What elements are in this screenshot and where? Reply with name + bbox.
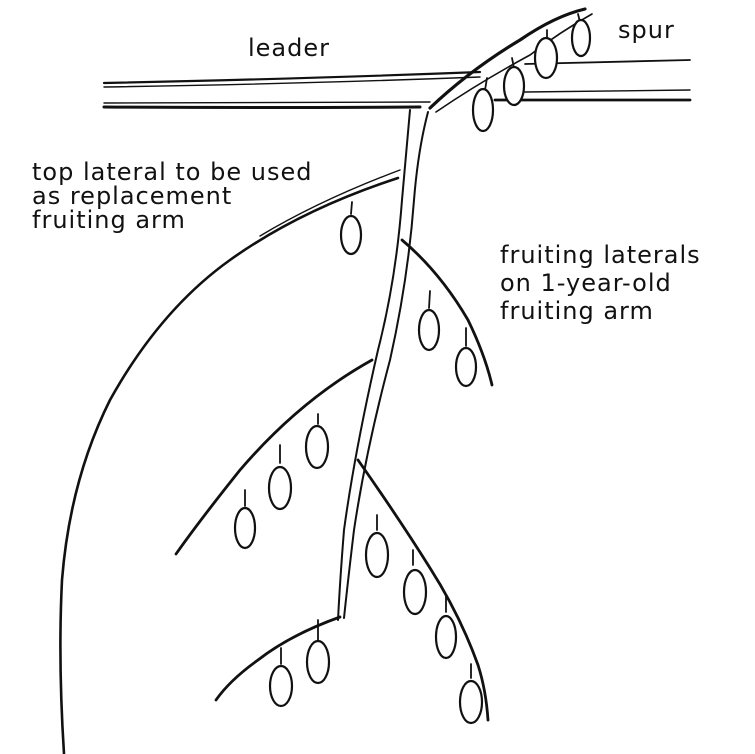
leader-branch xyxy=(104,60,690,108)
fruit xyxy=(404,570,426,614)
top-lateral-label: top lateral to be used as replacement fr… xyxy=(32,160,312,232)
spur-label: spur xyxy=(618,18,675,43)
fruit xyxy=(473,89,493,131)
fruit xyxy=(307,641,329,683)
fruit xyxy=(504,67,524,105)
fruit xyxy=(270,666,292,706)
fruit-clusters xyxy=(235,20,590,723)
fruit xyxy=(535,38,557,78)
left-lateral-middle xyxy=(176,360,372,554)
fruiting-laterals-label-line-1: fruiting laterals xyxy=(500,241,701,269)
fruit xyxy=(419,310,439,350)
fruiting-laterals-label-line-2: on 1-year-old xyxy=(500,269,701,297)
fruit xyxy=(460,681,482,723)
top-lateral-label-line-3: fruiting arm xyxy=(32,208,312,232)
fruiting-laterals-label: fruiting laterals on 1-year-old fruiting… xyxy=(500,241,701,325)
fruit xyxy=(341,216,361,254)
fruit xyxy=(436,616,456,658)
top-lateral-branch xyxy=(60,170,400,754)
top-lateral-label-line-1: top lateral to be used xyxy=(32,160,312,184)
leader-label: leader xyxy=(248,36,330,61)
fruit xyxy=(366,533,388,577)
fruit xyxy=(572,20,590,56)
fruit xyxy=(456,348,476,386)
fruiting-lateral-upper xyxy=(402,240,492,385)
fruiting-laterals-label-line-3: fruiting arm xyxy=(500,297,701,325)
fruit xyxy=(269,467,291,509)
top-lateral-label-line-2: as replacement xyxy=(32,184,312,208)
fruit xyxy=(306,426,328,468)
fruit xyxy=(235,508,255,548)
